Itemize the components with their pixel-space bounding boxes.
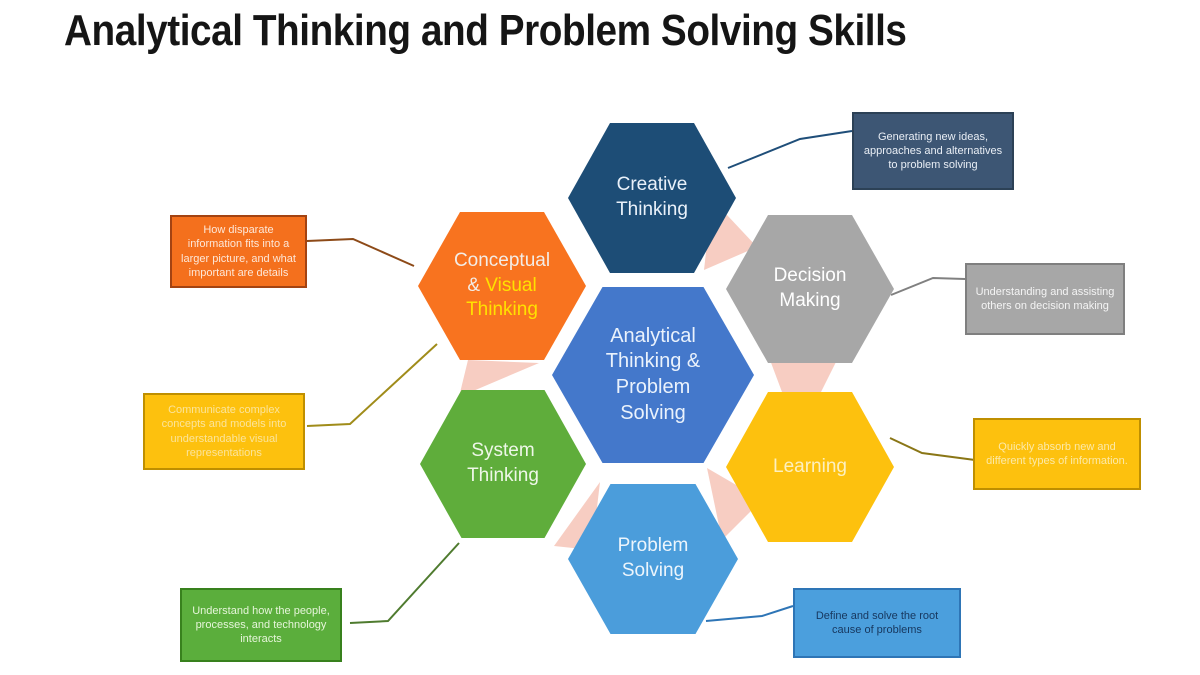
hexagon-label-decision-making: Decision Making bbox=[773, 265, 847, 311]
connector-learning bbox=[889, 437, 976, 461]
hexagon-decision-making: Decision Making bbox=[726, 215, 894, 363]
conceptual-yellow-text: Visual Thinking bbox=[466, 274, 538, 321]
callout-conceptual-thinking: How disparate information fits into a la… bbox=[170, 215, 307, 288]
hexagon-label-analytical-thinking: Analytical Thinking & Problem Solving bbox=[605, 324, 701, 424]
callout-learning: Quickly absorb new and different types o… bbox=[973, 418, 1141, 490]
hexagon-label-system-thinking: System Thinking bbox=[467, 440, 539, 486]
connector-visual-thinking bbox=[306, 343, 438, 427]
conceptual-white-text: Conceptual & bbox=[453, 249, 551, 296]
page-title: Analytical Thinking and Problem Solving … bbox=[64, 6, 907, 55]
hexagon-label-problem-solving: Problem Solving bbox=[617, 535, 689, 581]
connector-problem-solving bbox=[705, 605, 794, 622]
connector-conceptual bbox=[306, 237, 415, 267]
callout-conceptual-thinking-text: How disparate information fits into a la… bbox=[181, 223, 296, 279]
callout-visual-thinking-text: Communicate complex concepts and models … bbox=[161, 403, 287, 459]
petal-right bbox=[770, 360, 836, 394]
callout-problem-solving: Define and solve the root cause of probl… bbox=[793, 588, 961, 658]
callout-decision-making-text: Understanding and assisting others on de… bbox=[975, 285, 1115, 312]
hexagon-analytical-thinking-center: Analytical Thinking & Problem Solving bbox=[552, 287, 754, 463]
callout-system-thinking: Understand how the people, processes, an… bbox=[180, 588, 342, 662]
petal-bottom-right bbox=[707, 468, 762, 540]
connector-creative-thinking bbox=[727, 130, 853, 169]
hexagon-learning: Learning bbox=[726, 392, 894, 542]
connector-system-thinking bbox=[349, 542, 460, 624]
hexagon-label-creative-thinking: Creative Thinking bbox=[616, 174, 688, 220]
callout-system-thinking-text: Understand how the people, processes, an… bbox=[192, 604, 330, 646]
callout-problem-solving-text: Define and solve the root cause of probl… bbox=[815, 609, 939, 636]
callout-creative-thinking-text: Generating new ideas, approaches and alt… bbox=[863, 130, 1003, 172]
callout-decision-making: Understanding and assisting others on de… bbox=[965, 263, 1125, 335]
hexagon-label-learning: Learning bbox=[773, 455, 847, 477]
connector-decision-making bbox=[890, 276, 966, 296]
callout-visual-thinking: Communicate complex concepts and models … bbox=[143, 393, 305, 470]
callout-creative-thinking: Generating new ideas, approaches and alt… bbox=[852, 112, 1014, 190]
petal-left bbox=[459, 360, 539, 397]
hexagon-creative-thinking: Creative Thinking bbox=[568, 123, 736, 273]
hexagon-label-conceptual-visual-thinking: Conceptual & Visual Thinking bbox=[454, 249, 550, 323]
callout-learning-text: Quickly absorb new and different types o… bbox=[986, 440, 1128, 467]
